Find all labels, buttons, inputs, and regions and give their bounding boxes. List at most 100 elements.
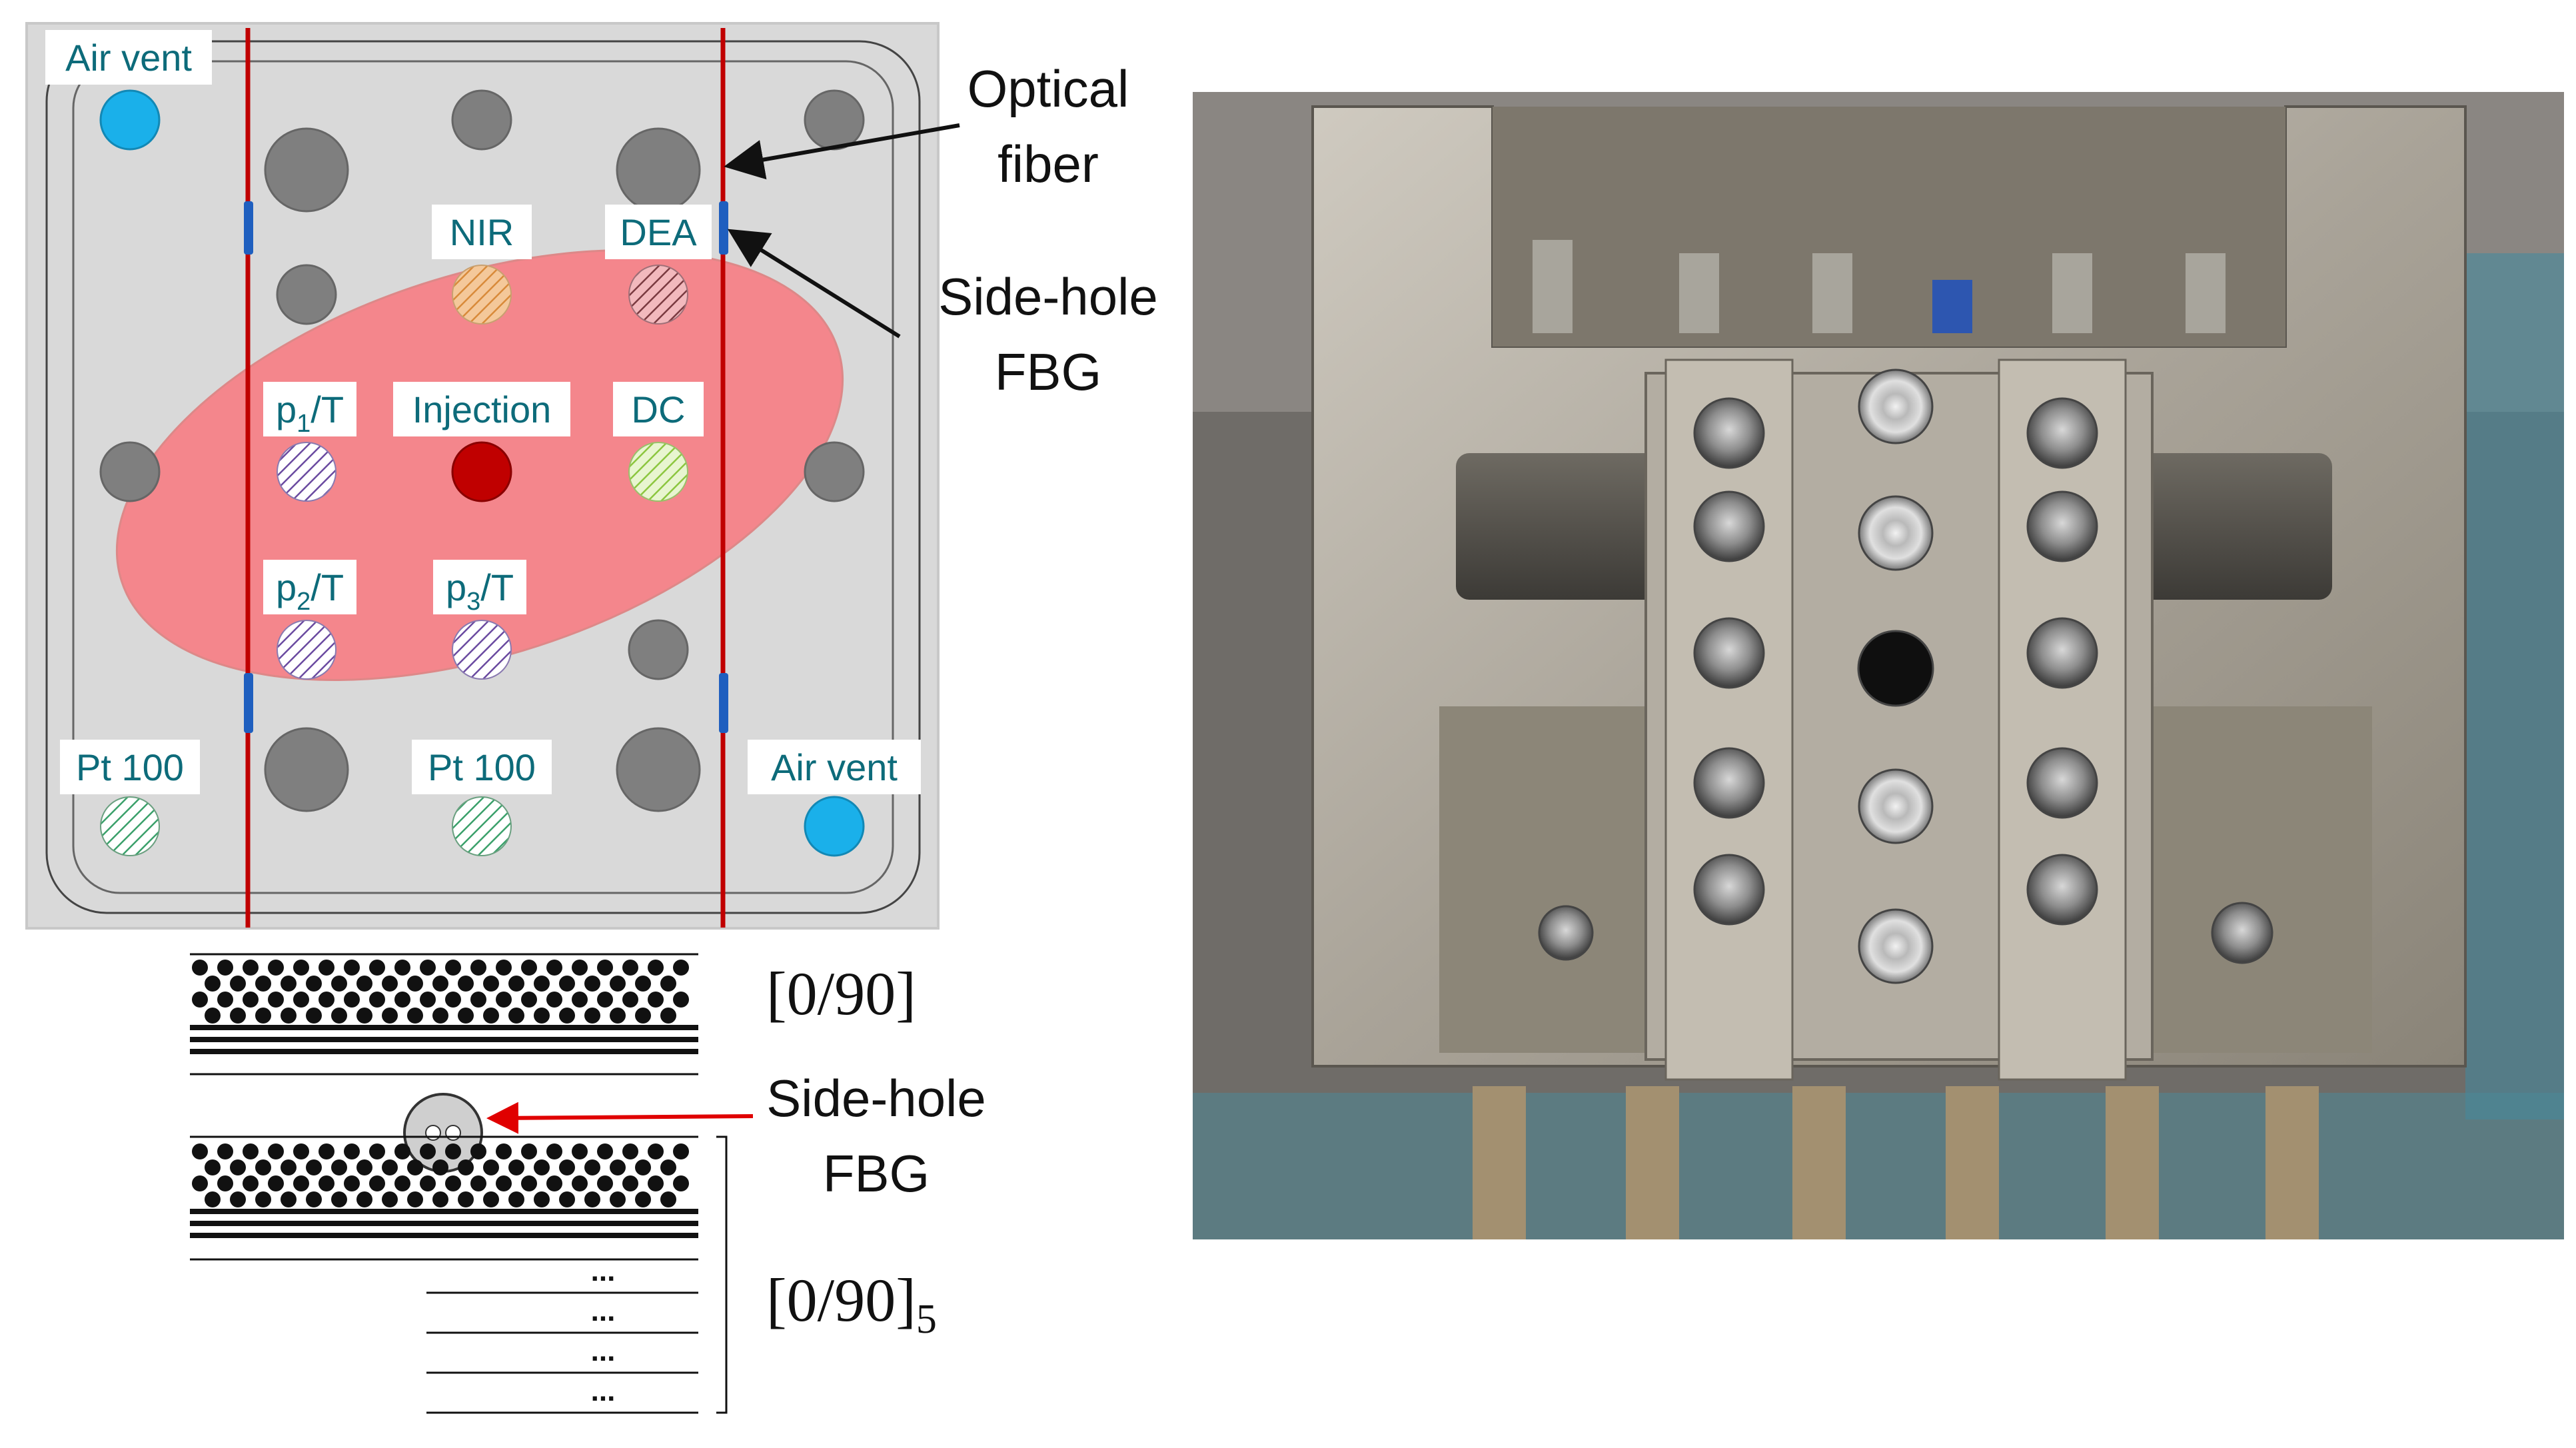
mold-hole <box>2211 902 2273 964</box>
fbg-side-hole <box>445 1125 461 1141</box>
fiber-dot <box>344 1143 360 1159</box>
fitting <box>1679 253 1719 333</box>
air-vent-top <box>99 89 161 151</box>
arrow-optical-fiber <box>724 123 960 180</box>
ellipsis: ... <box>591 1255 616 1287</box>
mold-center-strip-right <box>1998 359 2127 1081</box>
label-box <box>263 382 356 436</box>
fiber-dot <box>610 976 626 992</box>
bolt <box>616 127 701 213</box>
fbg-segment <box>719 673 728 733</box>
fiber-dot <box>521 1175 537 1191</box>
fiber-dot <box>306 1008 322 1024</box>
label-box <box>432 205 532 259</box>
fiber-dot <box>622 1143 638 1159</box>
fiber-dot <box>420 1175 436 1191</box>
fiber-dot <box>546 992 562 1008</box>
fiber-dot <box>470 1143 486 1159</box>
fiber-dot <box>407 1159 423 1175</box>
fiber-dot <box>344 960 360 976</box>
fitting <box>1932 280 1972 333</box>
bottom-fittings <box>1473 1086 2319 1239</box>
fiber-dot <box>192 992 208 1008</box>
fiber-dot <box>432 1008 448 1024</box>
label-box <box>45 30 212 85</box>
fiber-dot <box>470 1175 486 1191</box>
photo-tape-right <box>2465 253 2564 1119</box>
label-box <box>393 382 570 436</box>
label-box <box>60 740 200 794</box>
fiber-dot <box>470 960 486 976</box>
mold-holes <box>1538 368 2273 984</box>
fiber-dot <box>420 992 436 1008</box>
fiber-dot <box>559 1191 575 1207</box>
fiber-dot <box>432 1159 448 1175</box>
p1t-sensor <box>277 442 336 502</box>
fiber-dot <box>622 1175 638 1191</box>
fiber-dot <box>369 1175 385 1191</box>
label-box <box>748 740 921 794</box>
arrow-layup-fbg <box>486 1101 754 1134</box>
callout-optical-fiber-line2: fiber <box>997 135 1099 193</box>
fiber-dot <box>660 976 676 992</box>
injection-port <box>451 441 512 502</box>
callout-optical-fiber-line1: Optical <box>967 59 1129 118</box>
fiber-dots-0deg <box>192 960 689 1024</box>
fiber-dot <box>331 1008 347 1024</box>
fiber-dot <box>331 1159 347 1175</box>
fiber-dot <box>306 976 322 992</box>
fiber-dot <box>610 1008 626 1024</box>
fiber-dot <box>268 1143 284 1159</box>
label-box <box>613 382 704 436</box>
fiber-dot <box>394 960 410 976</box>
p3t-sensor <box>452 620 512 680</box>
fiber-dot <box>281 1191 297 1207</box>
fiber-dot <box>217 1175 233 1191</box>
fiber-dot <box>394 992 410 1008</box>
label-air-vent-bottom: Air vent <box>771 746 898 788</box>
fiber-dot <box>546 1175 562 1191</box>
fiber-dot <box>508 976 524 992</box>
fiber-dot <box>546 960 562 976</box>
fiber-dot <box>217 960 233 976</box>
fiber-dot <box>496 960 512 976</box>
fiber-dot <box>230 976 246 992</box>
fiber-dot <box>559 976 575 992</box>
fiber-dot <box>192 960 208 976</box>
fiber-dot <box>648 992 664 1008</box>
fiber-dot <box>458 1008 474 1024</box>
fiber-dot <box>268 992 284 1008</box>
fiber-dot <box>268 1175 284 1191</box>
layup-fbg-label-line1: Side-hole <box>766 1069 986 1127</box>
label-box <box>263 560 356 614</box>
fiber-dot <box>319 1175 334 1191</box>
fiber-dot <box>356 976 372 992</box>
fiber-dot <box>306 1159 322 1175</box>
fitting <box>1812 253 1852 333</box>
fiber-dot <box>356 1159 372 1175</box>
fiber-dot <box>344 992 360 1008</box>
fiber-dot <box>407 1008 423 1024</box>
fitting <box>1792 1086 1846 1239</box>
fiber-dot <box>243 960 259 976</box>
label-p3t: p3/T <box>446 566 514 616</box>
fiber-dot <box>243 992 259 1008</box>
fiber-dot <box>496 1175 512 1191</box>
mold-photo <box>1193 92 2564 1239</box>
fiber-dot <box>293 992 309 1008</box>
fiber-dot <box>635 1159 651 1175</box>
fiber-dot <box>521 960 537 976</box>
fiber-dot <box>635 1008 651 1024</box>
fiber-dot <box>420 1143 436 1159</box>
fiber-dot <box>230 1191 246 1207</box>
photo-tape-bottom <box>1193 1093 2564 1239</box>
fiber-dot <box>445 1143 461 1159</box>
dea-sensor <box>628 265 688 325</box>
fiber-dot <box>572 1175 588 1191</box>
mold-center-strip-left <box>1664 359 1794 1081</box>
fiber-dot <box>382 1191 398 1207</box>
fiber-dot <box>281 976 297 992</box>
fiber-dot <box>331 1191 347 1207</box>
label-dea: DEA <box>620 211 697 253</box>
